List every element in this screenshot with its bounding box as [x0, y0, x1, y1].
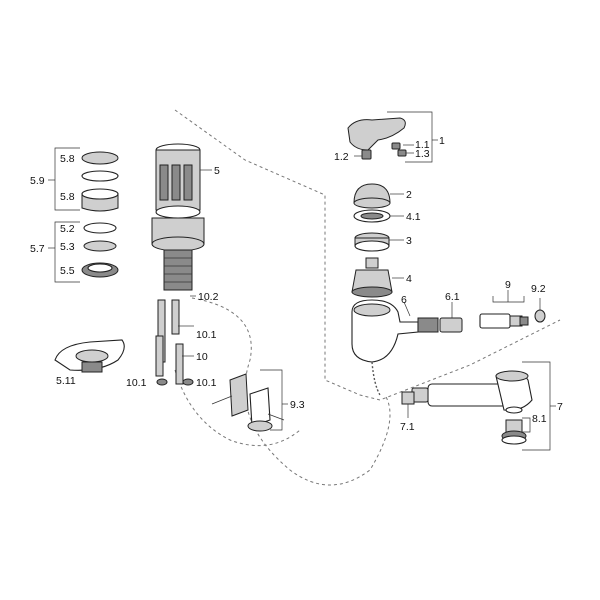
label-5-7: 5.7	[30, 243, 45, 255]
ring-4-1	[353, 209, 391, 223]
label-6: 6	[401, 294, 407, 306]
mounting-studs	[155, 299, 194, 386]
column-body	[151, 143, 205, 291]
spout-body	[351, 299, 439, 363]
label-1: 1	[439, 135, 445, 147]
label-5-3: 5.3	[60, 241, 75, 253]
label-10: 10	[196, 351, 208, 363]
pull-out-spray	[411, 370, 533, 411]
label-5: 5	[214, 165, 220, 177]
connector-6-1	[439, 302, 463, 333]
label-2: 2	[406, 189, 412, 201]
label-6-1: 6.1	[445, 291, 460, 303]
mounting-bracket	[211, 373, 285, 432]
hose-outline-dashed	[191, 297, 391, 486]
label-4: 4	[406, 273, 412, 285]
cartridge	[351, 257, 393, 298]
label-5-9: 5.9	[30, 175, 45, 187]
label-9-3: 9.3	[290, 399, 305, 411]
aerator	[501, 406, 531, 445]
label-5-2: 5.2	[60, 223, 75, 235]
spout-hose	[371, 361, 381, 396]
label-8-1: 8.1	[532, 413, 547, 425]
base-plate	[54, 339, 125, 373]
label-1-3: 1.3	[415, 148, 430, 160]
washer-9-2	[534, 298, 546, 323]
label-10-1a: 10.1	[196, 329, 217, 341]
nut	[354, 232, 390, 252]
label-5-5: 5.5	[60, 265, 75, 277]
ring-set-lower	[81, 222, 119, 278]
label-9-2: 9.2	[531, 283, 546, 295]
hose-outline-dashed-2	[174, 369, 301, 447]
label-5-8a: 5.8	[60, 153, 75, 165]
label-10-1b: 10.1	[126, 377, 147, 389]
label-10-1c: 10.1	[196, 377, 217, 389]
ring-set-upper	[81, 151, 119, 212]
label-7-1: 7.1	[400, 421, 415, 433]
label-4-1: 4.1	[406, 211, 421, 223]
hose-fitting-9	[479, 290, 529, 329]
label-3: 3	[406, 235, 412, 247]
label-10-2: 10.2	[198, 291, 219, 303]
label-5-8b: 5.8	[60, 191, 75, 203]
spray-nut-7-1	[401, 391, 415, 418]
cap	[353, 183, 391, 209]
label-7: 7	[557, 401, 563, 413]
label-9: 9	[505, 279, 511, 291]
lever-handle	[347, 117, 407, 160]
label-1-2: 1.2	[334, 151, 349, 163]
label-5-11: 5.11	[56, 375, 76, 387]
label-1-1: 1.1	[415, 139, 430, 151]
